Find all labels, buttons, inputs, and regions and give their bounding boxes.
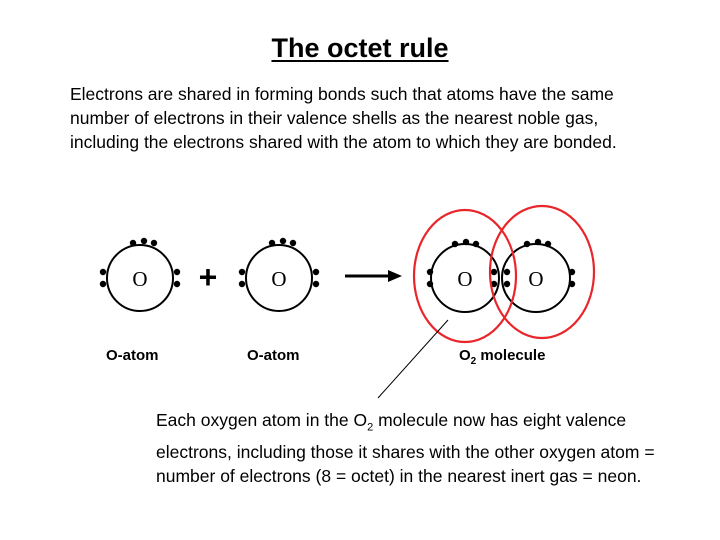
oxygen-atom-2: O xyxy=(238,237,320,312)
note-part-2: molecule now has eight valence electrons… xyxy=(156,410,655,486)
oxygen-atom-1: O xyxy=(99,237,181,312)
label-molecule-prefix: O xyxy=(459,347,471,364)
valence-electrons xyxy=(238,237,320,288)
reaction-arrow xyxy=(345,270,402,282)
pointer-line xyxy=(377,319,449,399)
shared-electrons xyxy=(490,268,511,288)
label-o-atom-1: O-atom xyxy=(106,347,159,364)
label-molecule-suffix: molecule xyxy=(476,347,546,364)
label-o2-molecule: O2 molecule xyxy=(459,347,545,367)
label-o-atom-2: O-atom xyxy=(247,347,300,364)
octet-ring-right xyxy=(488,204,596,340)
valence-electrons xyxy=(426,238,576,288)
label-molecule-subscript: 2 xyxy=(470,356,477,367)
o2-molecule: O O xyxy=(412,204,596,344)
atom-symbol: O xyxy=(528,267,543,291)
octet-ring-left xyxy=(412,208,518,344)
plus-sign: + xyxy=(199,259,218,295)
atom-shell xyxy=(245,244,313,312)
atom-symbol: O xyxy=(271,267,286,291)
atom-symbol: O xyxy=(132,267,147,291)
valence-electrons xyxy=(99,237,181,288)
atom-shell xyxy=(106,244,174,312)
atom-symbol: O xyxy=(457,267,472,291)
note-subscript: 2 xyxy=(367,421,374,434)
intro-paragraph: Electrons are shared in forming bonds su… xyxy=(70,84,617,152)
note-part-1: Each oxygen atom in the O xyxy=(156,410,368,430)
explanation-paragraph: Each oxygen atom in the O2 molecule now … xyxy=(156,408,656,488)
slide-title: The octet rule xyxy=(271,33,449,63)
